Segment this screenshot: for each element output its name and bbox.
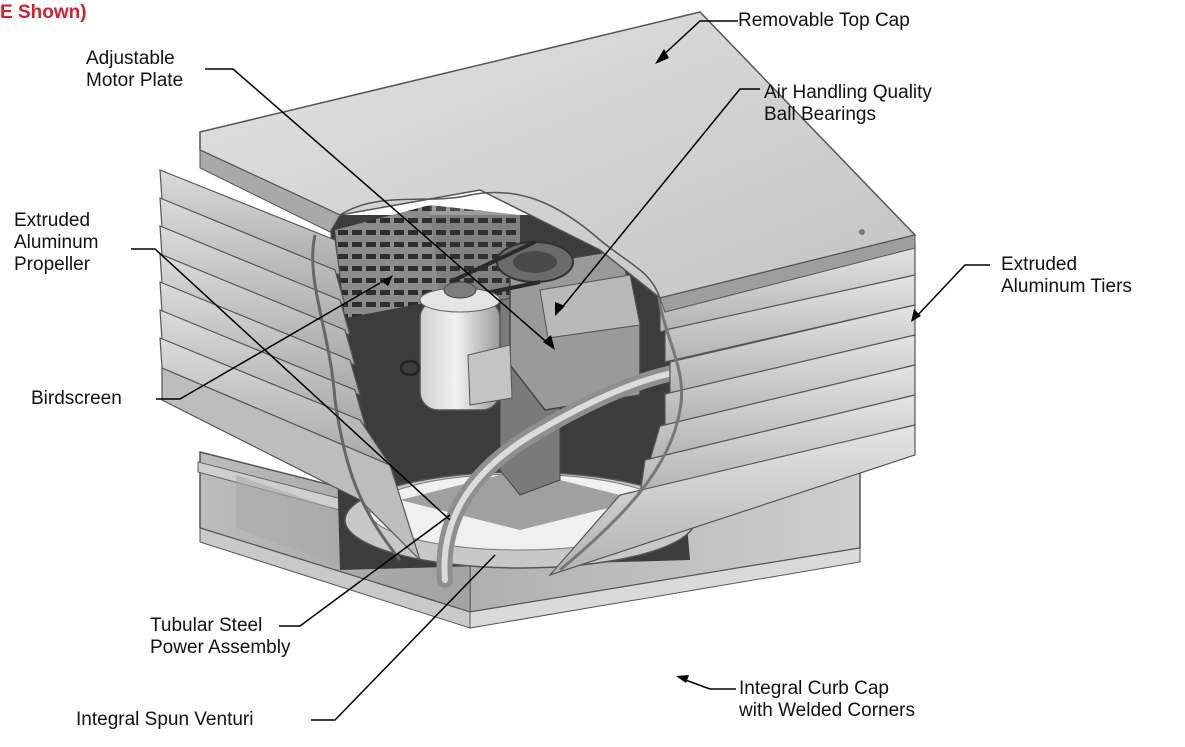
label-removable-top-cap: Removable Top Cap — [738, 10, 910, 31]
leader-venturi — [311, 554, 496, 721]
label-power-assembly-line2: Power Assembly — [150, 637, 291, 658]
motor-assembly — [399, 240, 641, 411]
label-birdscreen: Birdscreen — [31, 388, 122, 409]
label-propeller-line3: Propeller — [14, 254, 91, 275]
label-aluminum-tiers-line2: Aluminum Tiers — [1001, 276, 1132, 297]
leader-arrowheads — [381, 49, 921, 683]
label-adjustable-motor-plate-line1: Adjustable — [86, 48, 175, 69]
label-power-assembly-line1: Tubular Steel — [150, 615, 263, 636]
label-propeller-line2: Aluminum — [14, 232, 99, 253]
leader-lines — [131, 20, 990, 721]
leader-power-assembly — [279, 514, 451, 627]
leader-bearings — [559, 88, 760, 311]
label-ball-bearings-line2: Ball Bearings — [764, 104, 876, 125]
leader-curb-cap — [679, 677, 736, 690]
label-propeller-line1: Extruded — [14, 210, 91, 231]
label-ball-bearings-line1: Air Handling Quality — [764, 82, 932, 103]
leader-propeller — [131, 248, 451, 521]
birdscreen-mesh — [335, 205, 440, 318]
leader-motor-plate — [205, 68, 551, 346]
leader-top-cap — [659, 20, 738, 59]
label-curb-cap-line1: Integral Curb Cap — [739, 678, 889, 699]
right-louver-tiers — [548, 244, 916, 577]
label-curb-cap-line2: with Welded Corners — [739, 700, 916, 721]
leader-birdscreen — [156, 282, 381, 400]
label-spun-venturi: Integral Spun Venturi — [76, 709, 254, 730]
header-fragment: E Shown) — [0, 2, 87, 23]
top-cap — [199, 11, 917, 313]
label-aluminum-tiers-line1: Extruded — [1001, 254, 1078, 275]
leader-tiers — [914, 264, 990, 319]
label-adjustable-motor-plate-line2: Motor Plate — [86, 70, 184, 91]
left-louver-tiers — [159, 169, 421, 561]
